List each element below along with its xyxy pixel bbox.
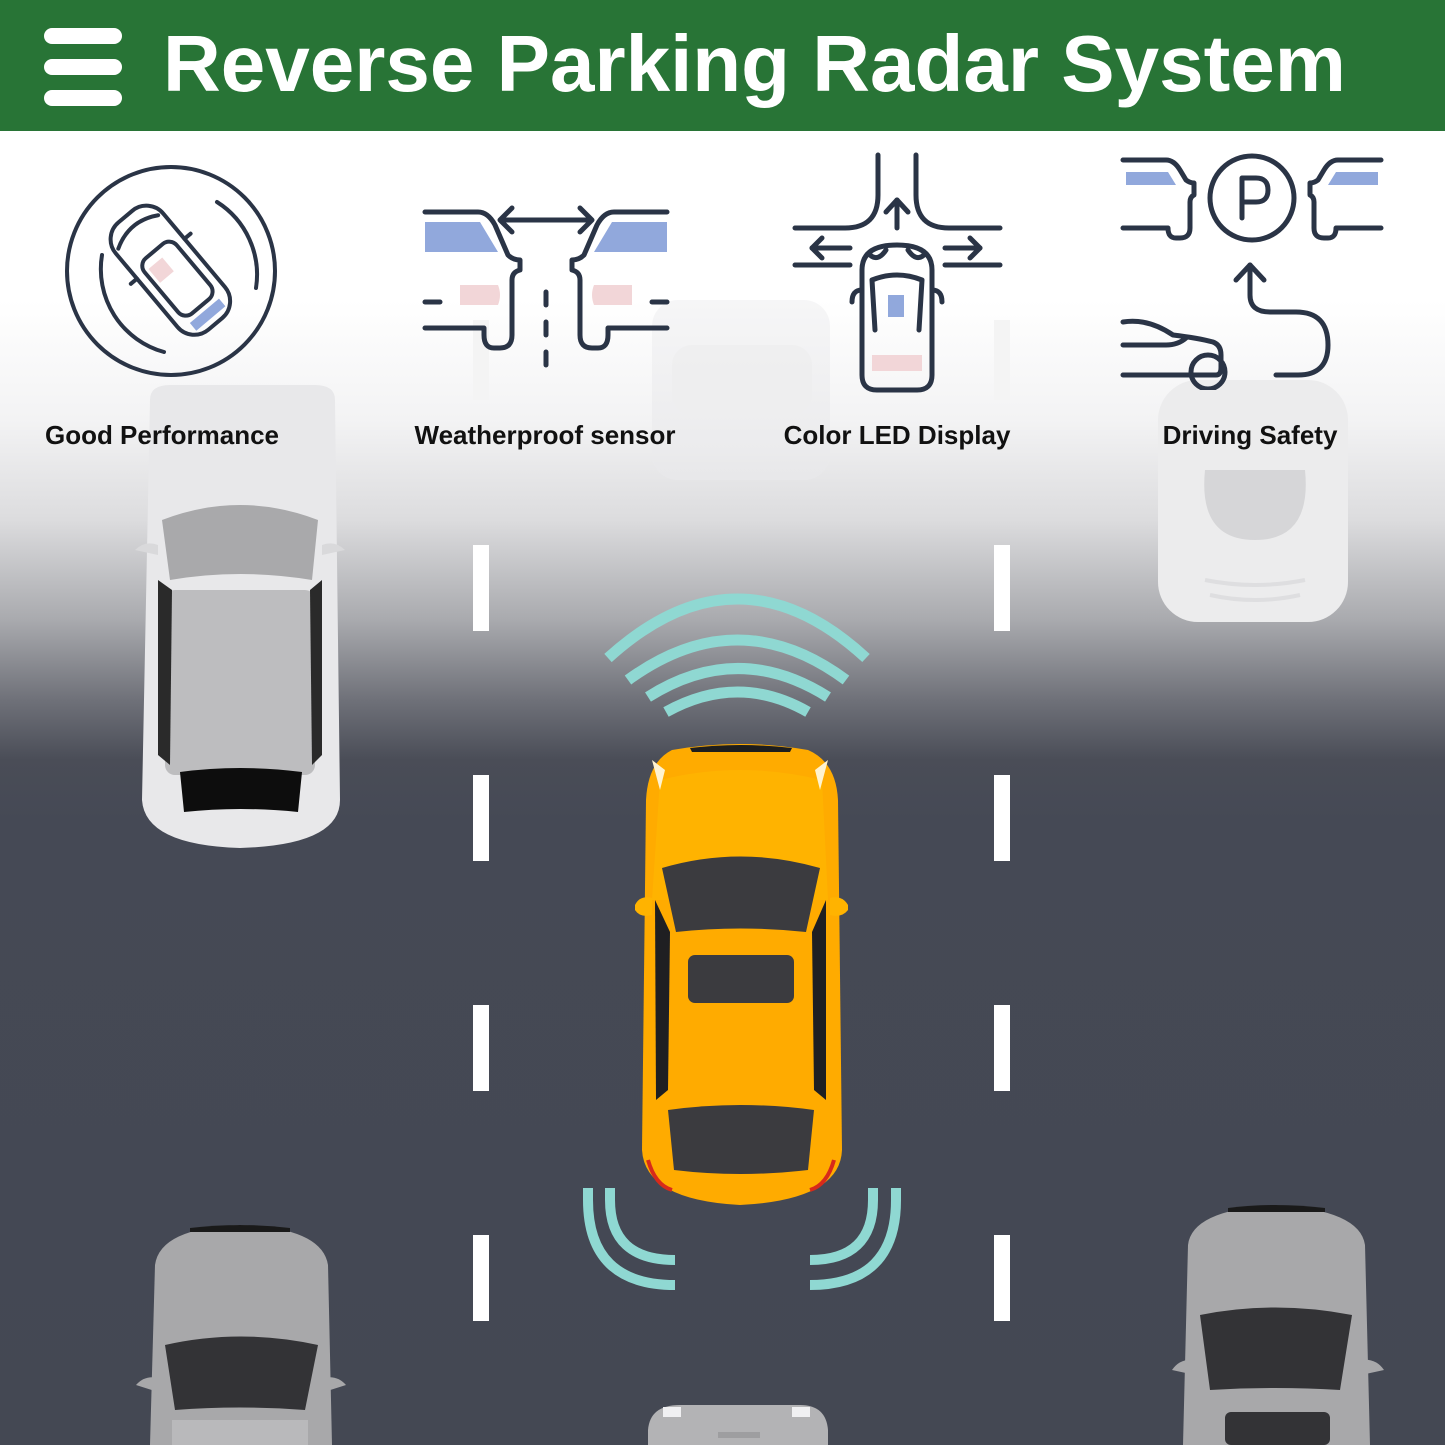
header-banner: Reverse Parking Radar System [0,0,1445,131]
parked-car-bottom-center [648,1405,828,1445]
parked-car-bottom-right [1172,1205,1384,1445]
main-yellow-car [635,744,848,1205]
parked-car-left [135,385,345,848]
hamburger-menu-icon[interactable] [44,28,122,106]
ghost-car-top-center [652,300,830,480]
ghost-car-top-right [1158,380,1348,622]
parking-assist-icon [1120,153,1384,390]
front-radar-waves [604,593,870,717]
car-intersection-icon [792,152,1003,393]
feature-label: Color LED Display [783,420,1011,450]
car-in-circle-icon [65,165,277,377]
feature-label: Weatherproof sensor [414,420,676,450]
feature-label: Good Performance [44,420,280,450]
two-cars-distance-icon [422,205,670,368]
feature-label: Driving Safety [1162,420,1338,450]
lane-markings [473,320,1010,1321]
parked-car-bottom-left [136,1225,346,1445]
page-title: Reverse Parking Radar System [163,19,1346,108]
rear-radar-waves [583,1188,901,1290]
